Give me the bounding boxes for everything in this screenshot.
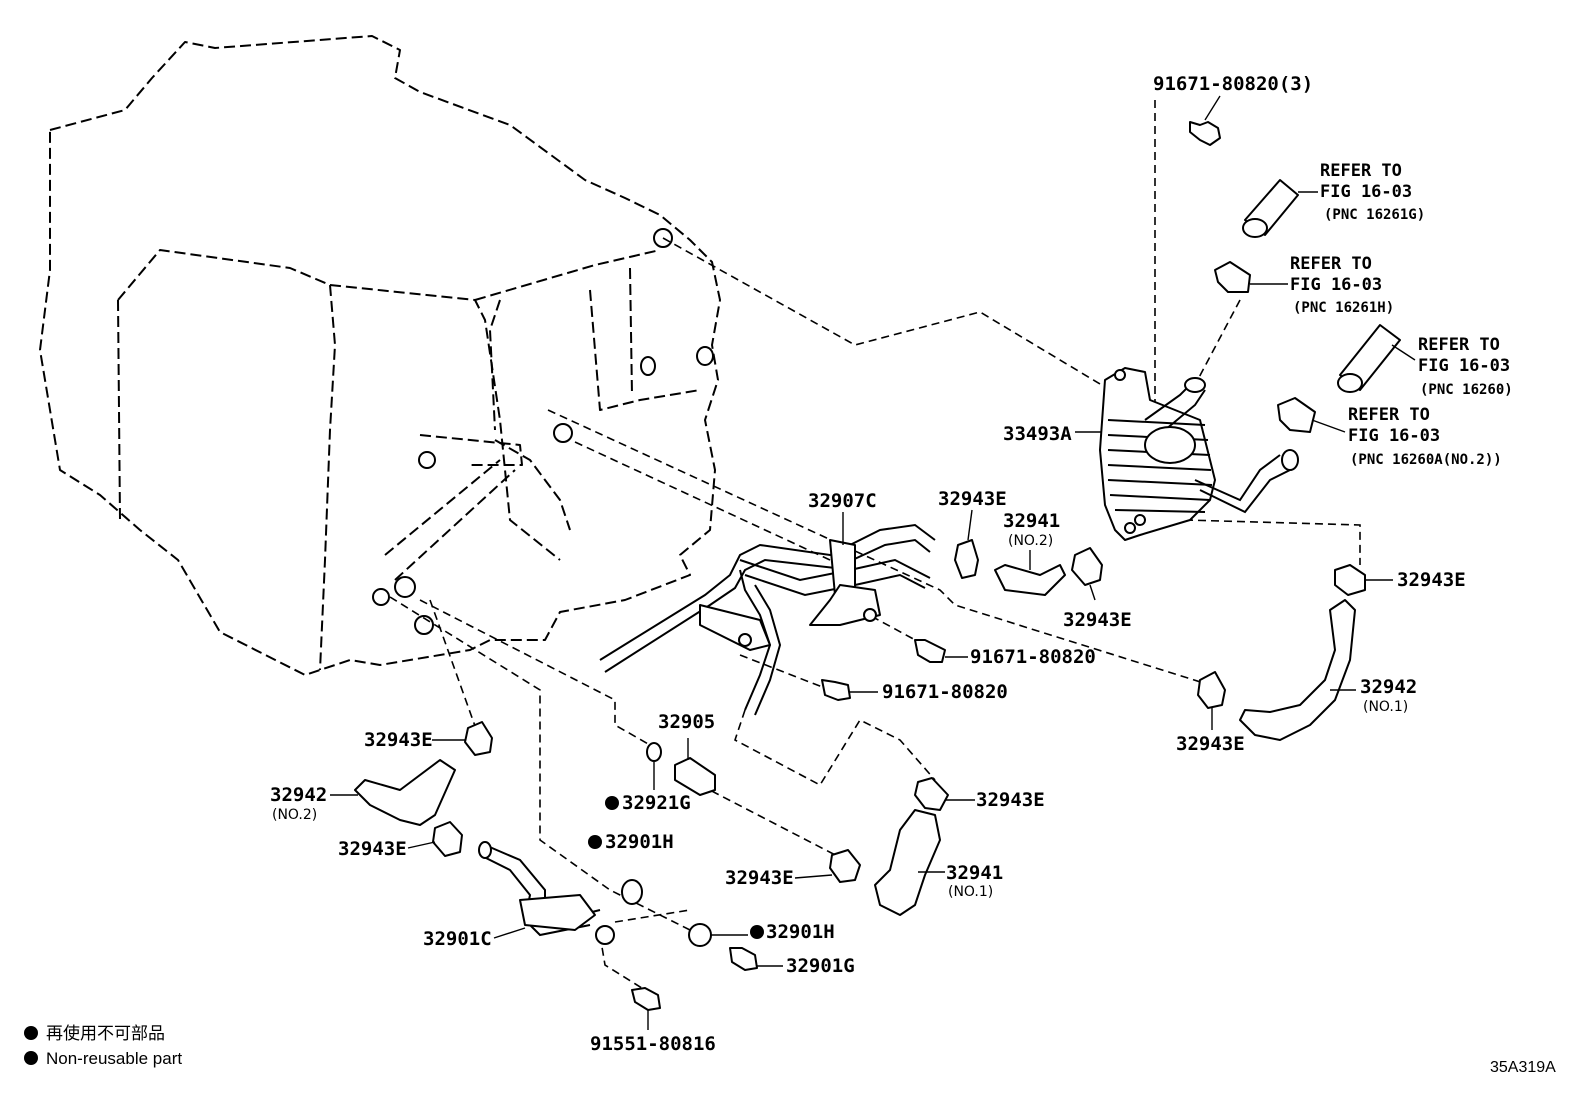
label-clamp-mid: 32943E bbox=[1063, 609, 1132, 631]
gasket-32901h-a bbox=[621, 879, 643, 905]
ref-4-line1: REFER TO bbox=[1348, 405, 1430, 425]
label-clamp-941: 32943E bbox=[976, 789, 1045, 811]
bolt-icons bbox=[631, 121, 1221, 1011]
sensor-32905 bbox=[674, 757, 716, 796]
ref-2-line1: REFER TO bbox=[1290, 254, 1372, 274]
label-pipe-901c: 32901C bbox=[423, 928, 492, 950]
label-clamp-left: 32943E bbox=[364, 729, 433, 751]
label-bolt-bottom: 91551-80816 bbox=[590, 1033, 716, 1055]
label-hose-942-no1: 32942 bbox=[1360, 676, 1417, 698]
ref-1-line1: REFER TO bbox=[1320, 161, 1402, 181]
ref-4-pnc: (PNC 16260A(NO.2)) bbox=[1350, 452, 1502, 468]
clamp-icon-5 bbox=[464, 721, 493, 756]
mount-hole-4 bbox=[553, 423, 573, 443]
legend-dot-1 bbox=[24, 1026, 38, 1040]
label-hose-941-no2: 32941 bbox=[1003, 510, 1060, 532]
clamp-icons bbox=[432, 261, 1366, 883]
clamp-icon-2 bbox=[1071, 547, 1103, 586]
gasket-32921g bbox=[646, 742, 662, 762]
bolt-901g-icon bbox=[729, 947, 758, 971]
label-bolt-901g: 32901G bbox=[786, 955, 855, 977]
clamp-icon-7 bbox=[914, 777, 949, 811]
reference-notes: REFER TO FIG 16-03 (PNC 16261G) REFER TO… bbox=[1290, 161, 1513, 468]
referenced-hoses bbox=[1242, 179, 1401, 393]
label-pipe-c: 32907C bbox=[808, 490, 877, 512]
legend-line-en: Non-reusable part bbox=[46, 1049, 182, 1068]
ref-2-pnc: (PNC 16261H) bbox=[1293, 300, 1394, 316]
label-clamp-right: 32943E bbox=[1397, 569, 1466, 591]
bolt-top-icon bbox=[1189, 121, 1221, 146]
ref-1-pnc: (PNC 16261G) bbox=[1324, 207, 1425, 223]
label-clamp-left2: 32943E bbox=[338, 838, 407, 860]
clamp-icon-3 bbox=[1334, 564, 1366, 596]
non-reusable-dot-32921g bbox=[605, 796, 619, 810]
hose-32941-no2 bbox=[994, 564, 1066, 596]
label-hose-942-no2: 32942 bbox=[270, 784, 327, 806]
label-cooler: 33493A bbox=[1003, 423, 1072, 445]
legend: 再使用不可部品 Non-reusable part bbox=[24, 1023, 182, 1068]
hose-32942-no1 bbox=[1239, 599, 1356, 741]
mount-hole-7 bbox=[372, 588, 390, 606]
ref-3-pnc: (PNC 16260) bbox=[1420, 382, 1513, 398]
oil-cooler bbox=[1099, 367, 1299, 541]
label-sensor: 32905 bbox=[658, 711, 715, 733]
label-bolt-top: 91671-80820(3) bbox=[1153, 73, 1313, 95]
label-bolt-mid2: 91671-80820 bbox=[882, 681, 1008, 703]
bolt-mid1-icon bbox=[914, 639, 946, 663]
hose-32941-no1 bbox=[874, 809, 941, 916]
bolt-bottom-icon bbox=[631, 987, 661, 1011]
non-reusable-markers bbox=[588, 796, 764, 939]
illustration-code: 35A319A bbox=[1490, 1059, 1556, 1076]
pipe-32901c bbox=[478, 841, 615, 945]
ref-3-line1: REFER TO bbox=[1418, 335, 1500, 355]
mount-hole-2 bbox=[696, 346, 714, 366]
oil-pipe-32907c bbox=[599, 523, 936, 716]
ref-3-line2: FIG 16-03 bbox=[1418, 356, 1510, 376]
hose-32942-no2 bbox=[354, 759, 456, 826]
label-hose-942-no2-sub: (NO.2) bbox=[272, 807, 317, 823]
clamp-icon-8 bbox=[829, 849, 861, 883]
legend-dot-2 bbox=[24, 1051, 38, 1065]
ref-2-line2: FIG 16-03 bbox=[1290, 275, 1382, 295]
clamp-icon-6 bbox=[432, 821, 463, 857]
leader-lines bbox=[330, 95, 1416, 1030]
bolt-mid2-icon bbox=[821, 679, 851, 701]
part-labels: 91671-80820(3) 33493A 32907C 32943E 3294… bbox=[270, 73, 1466, 1055]
transmission-housing bbox=[39, 35, 721, 676]
clamp-icon-10 bbox=[1277, 397, 1316, 433]
label-clamp-bottom: 32943E bbox=[725, 867, 794, 889]
mount-hole-6 bbox=[394, 576, 416, 598]
label-clamp-lowright: 32943E bbox=[1176, 733, 1245, 755]
mount-hole-5 bbox=[418, 451, 436, 469]
ref-1-line2: FIG 16-03 bbox=[1320, 182, 1412, 202]
ref-4-line2: FIG 16-03 bbox=[1348, 426, 1440, 446]
clamp-icon-1 bbox=[954, 539, 979, 579]
label-gasket-921g: 32921G bbox=[622, 792, 691, 814]
mount-hole-3 bbox=[640, 356, 656, 376]
legend-line-ja: 再使用不可部品 bbox=[46, 1023, 165, 1043]
clamp-icon-4 bbox=[1197, 671, 1226, 709]
label-hose-942-no1-sub: (NO.1) bbox=[1363, 699, 1408, 715]
gasket-32901h-b bbox=[688, 923, 712, 947]
label-clamp-top: 32943E bbox=[938, 488, 1007, 510]
non-reusable-dot-32901h-b bbox=[750, 925, 764, 939]
label-hose-941-no2-sub: (NO.2) bbox=[1008, 533, 1053, 549]
label-hose-941-no1: 32941 bbox=[946, 862, 1003, 884]
label-gasket-901h-a: 32901H bbox=[605, 831, 674, 853]
label-hose-941-no1-sub: (NO.1) bbox=[948, 884, 993, 900]
label-bolt-mid1: 91671-80820 bbox=[970, 646, 1096, 668]
clamp-icon-9 bbox=[1214, 261, 1251, 293]
assembly-lines bbox=[389, 100, 1361, 991]
non-reusable-dot-32901h-a bbox=[588, 835, 602, 849]
label-gasket-901h-b: 32901H bbox=[766, 921, 835, 943]
